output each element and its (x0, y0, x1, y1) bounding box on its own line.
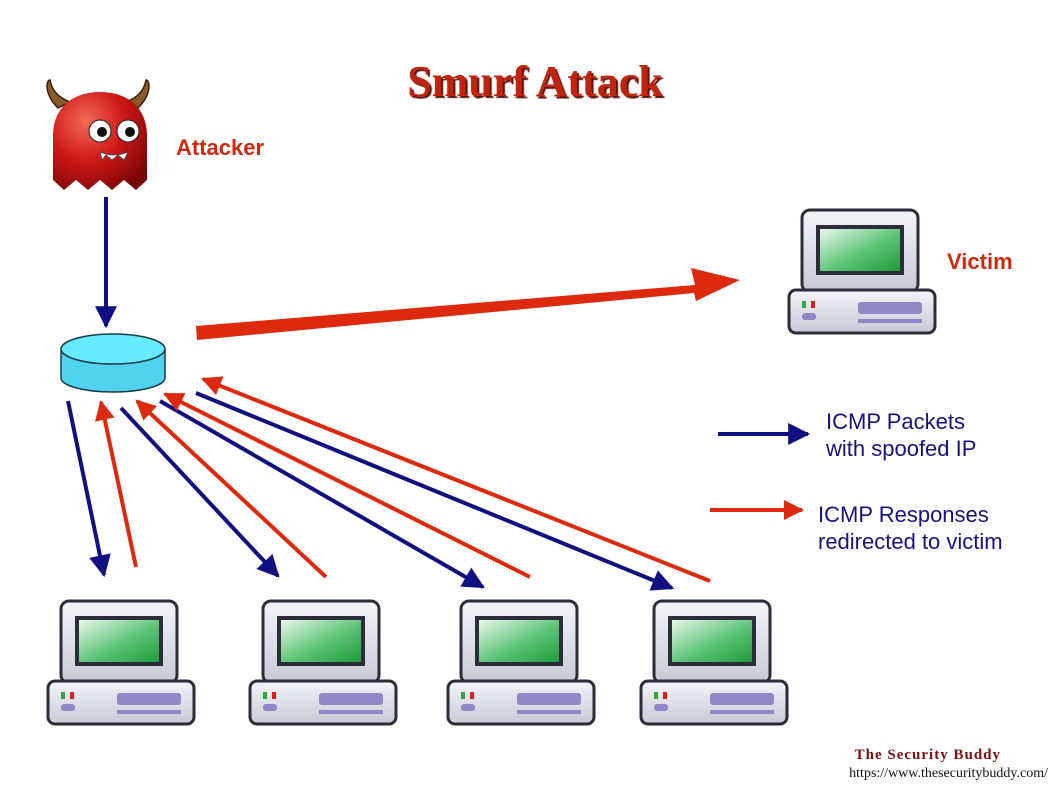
arrow-spoofed-packet (159, 399, 485, 589)
arrow-icmp-response (135, 399, 328, 579)
arrow-spoofed-packet (195, 391, 675, 591)
legend-red-line1: ICMP Responses (818, 502, 989, 527)
victim-computer-icon (787, 208, 937, 335)
legend-red-line2: redirected to victim (818, 529, 1003, 554)
diagram-title: Smurf Attack (407, 57, 663, 106)
arrow-router-to-victim (196, 268, 740, 340)
computer-icon (639, 599, 789, 726)
legend-red-text: ICMP Responses redirected to victim (818, 501, 1003, 555)
arrow-icmp-response (201, 376, 711, 583)
legend-blue-line1: ICMP Packets (826, 409, 965, 434)
attacker-label: Attacker (176, 135, 265, 160)
legend-blue-line2: with spoofed IP (826, 436, 977, 461)
victim-label: Victim (947, 249, 1013, 274)
computer-icon (248, 599, 398, 726)
arrow-icmp-response (94, 400, 138, 568)
computer-icon (446, 599, 596, 726)
arrow-icmp-response (163, 392, 531, 579)
credit-name: The Security Buddy (854, 747, 1001, 763)
credit-url[interactable]: https://www.thesecuritybuddy.com/ (849, 766, 1048, 781)
arrow-spoofed-packet (66, 400, 111, 578)
legend-blue-text: ICMP Packets with spoofed IP (826, 408, 976, 462)
arrow-spoofed-packet (119, 406, 280, 578)
router-icon (60, 333, 166, 393)
computer-icon (46, 599, 196, 726)
devil-icon (46, 79, 150, 190)
